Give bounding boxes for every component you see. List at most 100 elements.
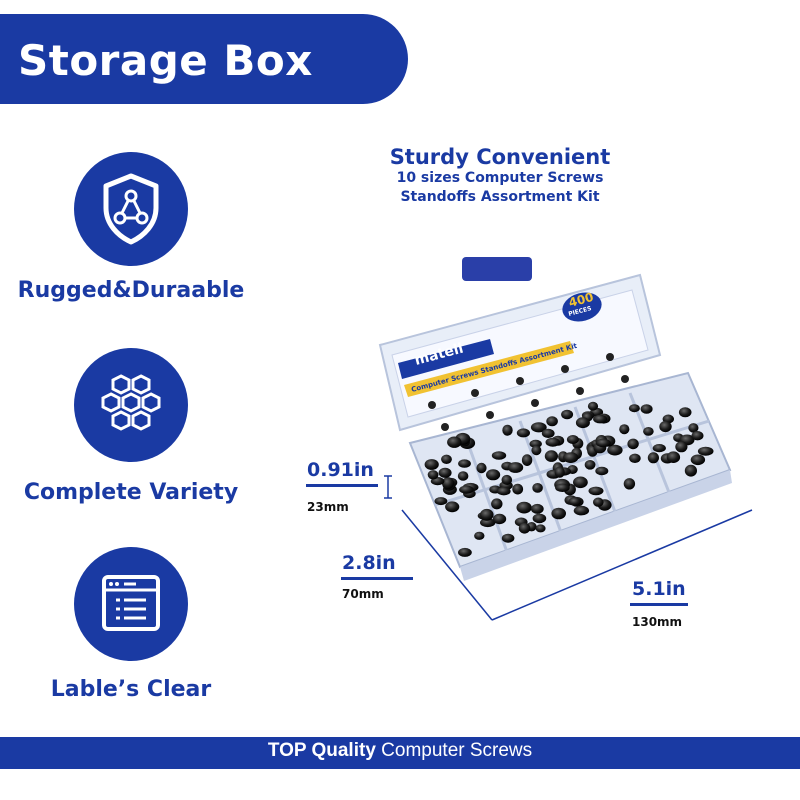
screw: [532, 513, 547, 524]
heading-line-2: 10 sizes Computer Screws: [396, 170, 604, 186]
screw: [501, 533, 515, 543]
screw: [458, 459, 471, 468]
screw: [697, 446, 714, 456]
screw: [554, 466, 565, 478]
screw: [424, 459, 439, 470]
screw: [458, 547, 472, 557]
screw: [457, 471, 469, 481]
brand-block: [398, 339, 494, 379]
screw: [535, 524, 546, 533]
screw: [530, 422, 547, 433]
depth-unit: 70mm: [342, 587, 384, 601]
screw: [434, 497, 448, 506]
screw: [640, 404, 653, 414]
width-value: 5.1in: [632, 578, 686, 600]
footer-text: TOP Quality Computer Screws: [0, 740, 800, 762]
hexagon-cluster-icon: [74, 348, 188, 462]
screw: [445, 501, 460, 513]
screw: [659, 421, 672, 433]
depth-value: 2.8in: [342, 552, 396, 574]
screw: [441, 454, 452, 464]
feature-label-rugged: Rugged&Duraable: [17, 278, 245, 303]
screw: [551, 507, 566, 520]
screw: [521, 454, 533, 466]
screw: [566, 435, 579, 444]
screw: [518, 522, 531, 534]
screw: [555, 483, 570, 492]
lid-latch: [462, 257, 532, 281]
screw: [530, 503, 544, 514]
screw: [507, 462, 524, 473]
screw: [647, 452, 659, 464]
screw: [623, 478, 636, 490]
screw: [573, 476, 588, 489]
label-list-icon: [74, 547, 188, 661]
screw: [595, 438, 611, 448]
screw: [544, 450, 558, 462]
screw: [573, 505, 590, 516]
screw: [512, 483, 524, 495]
storage-box-illustration: matell Computer Screws Standoffs Assortm…: [378, 257, 732, 581]
screw: [684, 464, 697, 477]
piece-count-badge: 400 PIECES: [562, 290, 602, 322]
footer-bold: TOP Quality: [267, 740, 376, 761]
screw: [691, 431, 704, 441]
footer-banner: TOP Quality Computer Screws: [0, 737, 800, 769]
screw: [531, 445, 542, 456]
screw: [486, 469, 501, 481]
screw: [593, 414, 608, 424]
page-title: Storage Box: [18, 36, 313, 85]
screw: [491, 451, 507, 460]
footer-rest: Computer Screws: [375, 740, 533, 761]
screw: [643, 427, 654, 436]
depth-rule: [341, 577, 413, 580]
screw: [497, 487, 511, 496]
shield-icon: [74, 152, 188, 266]
height-rule: [306, 484, 378, 487]
screw: [563, 452, 579, 463]
screw: [502, 424, 513, 436]
height-value: 0.91in: [307, 459, 374, 481]
lid-label: [391, 289, 649, 418]
feature-label-labels: Lable’s Clear: [50, 677, 212, 702]
screw: [459, 485, 474, 494]
screw: [678, 407, 692, 418]
screw: [619, 424, 630, 435]
screw: [491, 498, 503, 510]
screw: [516, 501, 532, 514]
screw: [666, 451, 681, 463]
screw: [438, 467, 452, 478]
screw: [575, 417, 590, 429]
screw: [584, 460, 596, 470]
screw: [568, 497, 582, 506]
screw: [516, 428, 530, 438]
screw: [427, 470, 439, 480]
screw: [628, 404, 640, 413]
screw: [595, 466, 609, 476]
product-heading: Sturdy Convenient 10 sizes Computer Scre…: [310, 145, 690, 207]
screw: [627, 438, 639, 450]
screw: [476, 462, 487, 474]
screw: [480, 518, 496, 528]
screw: [688, 423, 699, 433]
screw: [587, 401, 599, 411]
screw: [501, 474, 513, 485]
screw: [690, 454, 706, 466]
screw: [529, 439, 542, 448]
screw: [588, 486, 604, 496]
dimension-guides: [384, 475, 753, 621]
screw: [629, 453, 641, 463]
screw: [474, 531, 485, 540]
badge-count: 400: [567, 290, 595, 310]
screw: [492, 513, 507, 525]
screw: [532, 483, 543, 493]
width-rule: [630, 603, 688, 606]
screw: [447, 436, 462, 448]
width-unit: 130mm: [632, 615, 683, 629]
screw: [607, 444, 623, 456]
header-banner: Storage Box: [0, 14, 408, 104]
screw: [675, 441, 688, 453]
heading-line-3: Standoffs Assortment Kit: [400, 189, 600, 205]
screw: [652, 444, 666, 453]
kit-title-strip: [404, 341, 574, 397]
